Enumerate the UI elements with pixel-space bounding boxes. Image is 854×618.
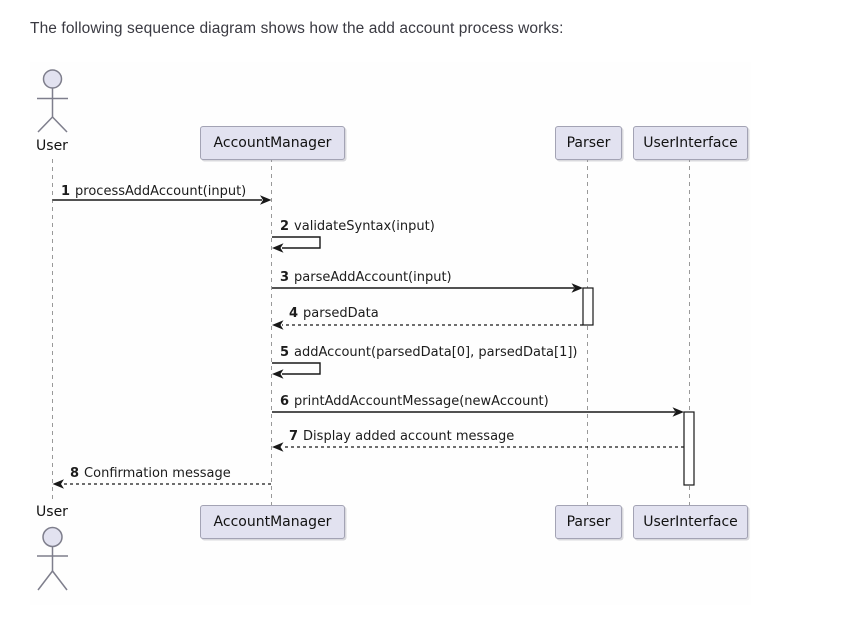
participant-accountmanager-top: AccountManager bbox=[200, 126, 345, 160]
message-1-number: 1 bbox=[61, 184, 71, 199]
participant-accountmanager-bottom: AccountManager bbox=[200, 505, 345, 539]
message-6-text: printAddAccountMessage(newAccount) bbox=[294, 394, 549, 409]
message-5-number: 5 bbox=[280, 345, 290, 360]
activation-bar-userinterface bbox=[683, 411, 695, 486]
message-4-arrow bbox=[272, 320, 583, 330]
message-1-arrow bbox=[52, 195, 272, 205]
actor-label-user-top: User bbox=[36, 138, 68, 154]
message-3-arrow bbox=[272, 283, 583, 293]
actor-figure-top bbox=[37, 69, 68, 133]
message-8-text: Confirmation message bbox=[84, 466, 231, 481]
message-5-label: 5 addAccount(parsedData[0], parsedData[1]… bbox=[280, 345, 578, 360]
lifelines bbox=[52, 158, 690, 505]
message-4-label: 4 parsedData bbox=[289, 306, 379, 321]
activation-bar-parser bbox=[582, 287, 594, 326]
message-3-number: 3 bbox=[280, 270, 290, 285]
message-3-text: parseAddAccount(input) bbox=[294, 270, 452, 285]
page-title: The following sequence diagram shows how… bbox=[30, 20, 564, 37]
message-5-text: addAccount(parsedData[0], parsedData[1]) bbox=[294, 345, 578, 360]
actor-figure-bottom bbox=[37, 526, 68, 591]
message-8-number: 8 bbox=[70, 466, 80, 481]
message-2-number: 2 bbox=[280, 219, 290, 234]
participant-parser-bottom: Parser bbox=[555, 505, 622, 539]
message-6-label: 6 printAddAccountMessage(newAccount) bbox=[280, 394, 549, 409]
message-3-label: 3 parseAddAccount(input) bbox=[280, 270, 452, 285]
message-7-number: 7 bbox=[289, 429, 299, 444]
message-1-text: processAddAccount(input) bbox=[75, 184, 247, 199]
message-7-arrow bbox=[272, 442, 684, 452]
message-4-number: 4 bbox=[289, 306, 299, 321]
message-2-label: 2 validateSyntax(input) bbox=[280, 219, 435, 234]
message-7-text: Display added account message bbox=[303, 429, 515, 444]
participant-userinterface-top: UserInterface bbox=[633, 126, 748, 160]
message-4-text: parsedData bbox=[303, 306, 379, 321]
message-6-arrow bbox=[272, 407, 684, 417]
message-8-arrow bbox=[52, 479, 271, 489]
message-6-number: 6 bbox=[280, 394, 290, 409]
actor-label-user-bottom: User bbox=[36, 504, 68, 520]
participant-parser-top: Parser bbox=[555, 126, 622, 160]
message-8-label: 8 Confirmation message bbox=[70, 466, 231, 481]
diagram-background bbox=[30, 62, 751, 605]
message-1-label: 1 processAddAccount(input) bbox=[61, 184, 246, 199]
message-2-arrow bbox=[272, 236, 321, 253]
message-5-arrow bbox=[272, 362, 321, 379]
participant-userinterface-bottom: UserInterface bbox=[633, 505, 748, 539]
message-2-text: validateSyntax(input) bbox=[294, 219, 435, 234]
message-7-label: 7 Display added account message bbox=[289, 429, 514, 444]
